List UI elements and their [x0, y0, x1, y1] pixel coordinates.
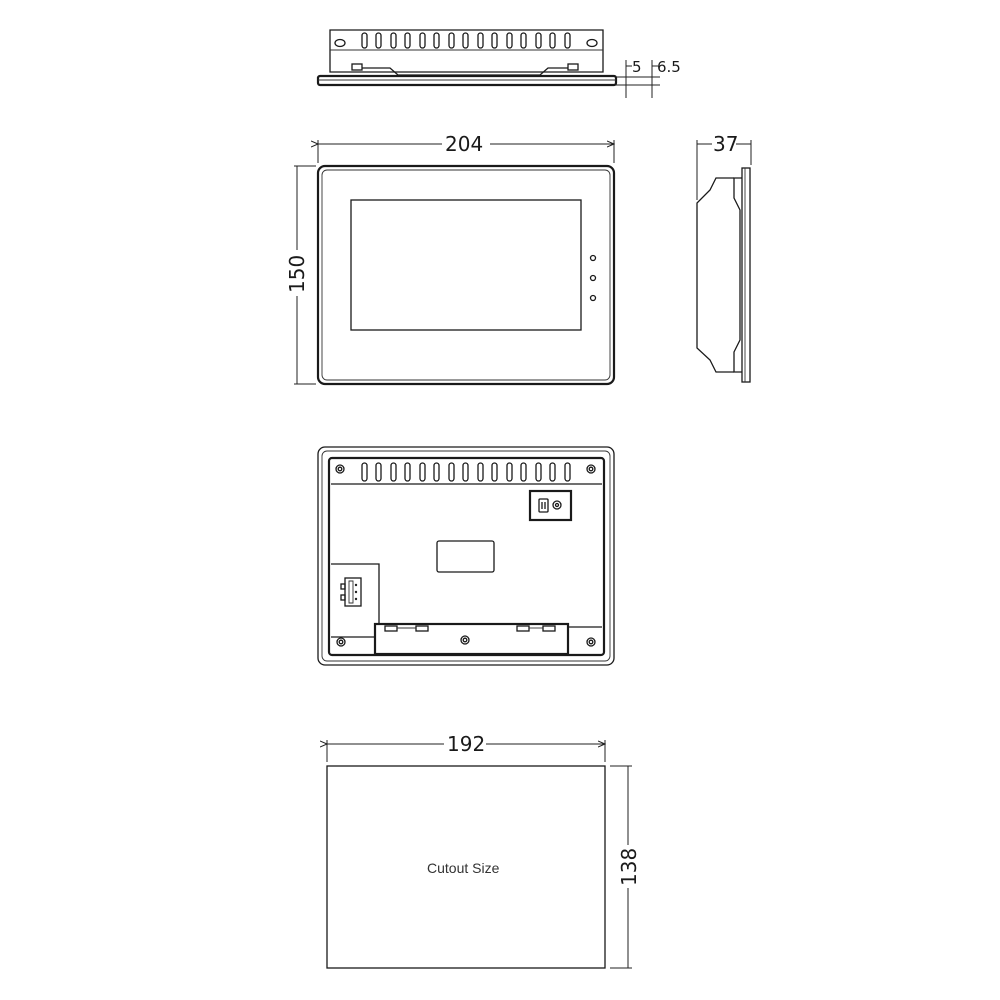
front-width-dimension: 204	[318, 132, 614, 163]
led-indicator	[589, 274, 597, 282]
side-depth-dimension: 37	[696, 132, 752, 200]
led-indicator	[589, 254, 597, 262]
vent-slots-top	[361, 32, 571, 49]
cutout-view: Cutout Size 192 138	[327, 732, 641, 969]
cutout-width-dimension: 192	[327, 732, 605, 762]
dim-width: 204	[445, 132, 483, 156]
power-connector	[528, 489, 573, 522]
terminal-block	[340, 577, 362, 607]
screen-area	[350, 199, 582, 331]
cutout-label: Cutout Size	[427, 860, 500, 876]
dim-depth-front: 5	[632, 58, 642, 76]
top-view-dimensions: 5 6.5	[616, 58, 681, 98]
side-view: 37	[696, 132, 752, 383]
dim-cutout-height: 138	[617, 848, 641, 886]
dim-height: 150	[285, 255, 309, 293]
vent-slots-rear	[361, 462, 571, 482]
front-view: 204 150	[285, 132, 616, 386]
dim-cutout-width: 192	[447, 732, 485, 756]
screw-icons	[335, 464, 596, 647]
db-connector	[384, 625, 556, 632]
dim-depth-bezel: 6.5	[657, 58, 681, 76]
rear-view	[317, 446, 615, 666]
dim-depth: 37	[713, 132, 738, 156]
top-view: 5 6.5	[316, 29, 681, 98]
label-plate	[436, 540, 495, 573]
front-height-dimension: 150	[285, 165, 316, 385]
led-indicator	[589, 294, 597, 302]
cutout-height-dimension: 138	[610, 765, 641, 969]
